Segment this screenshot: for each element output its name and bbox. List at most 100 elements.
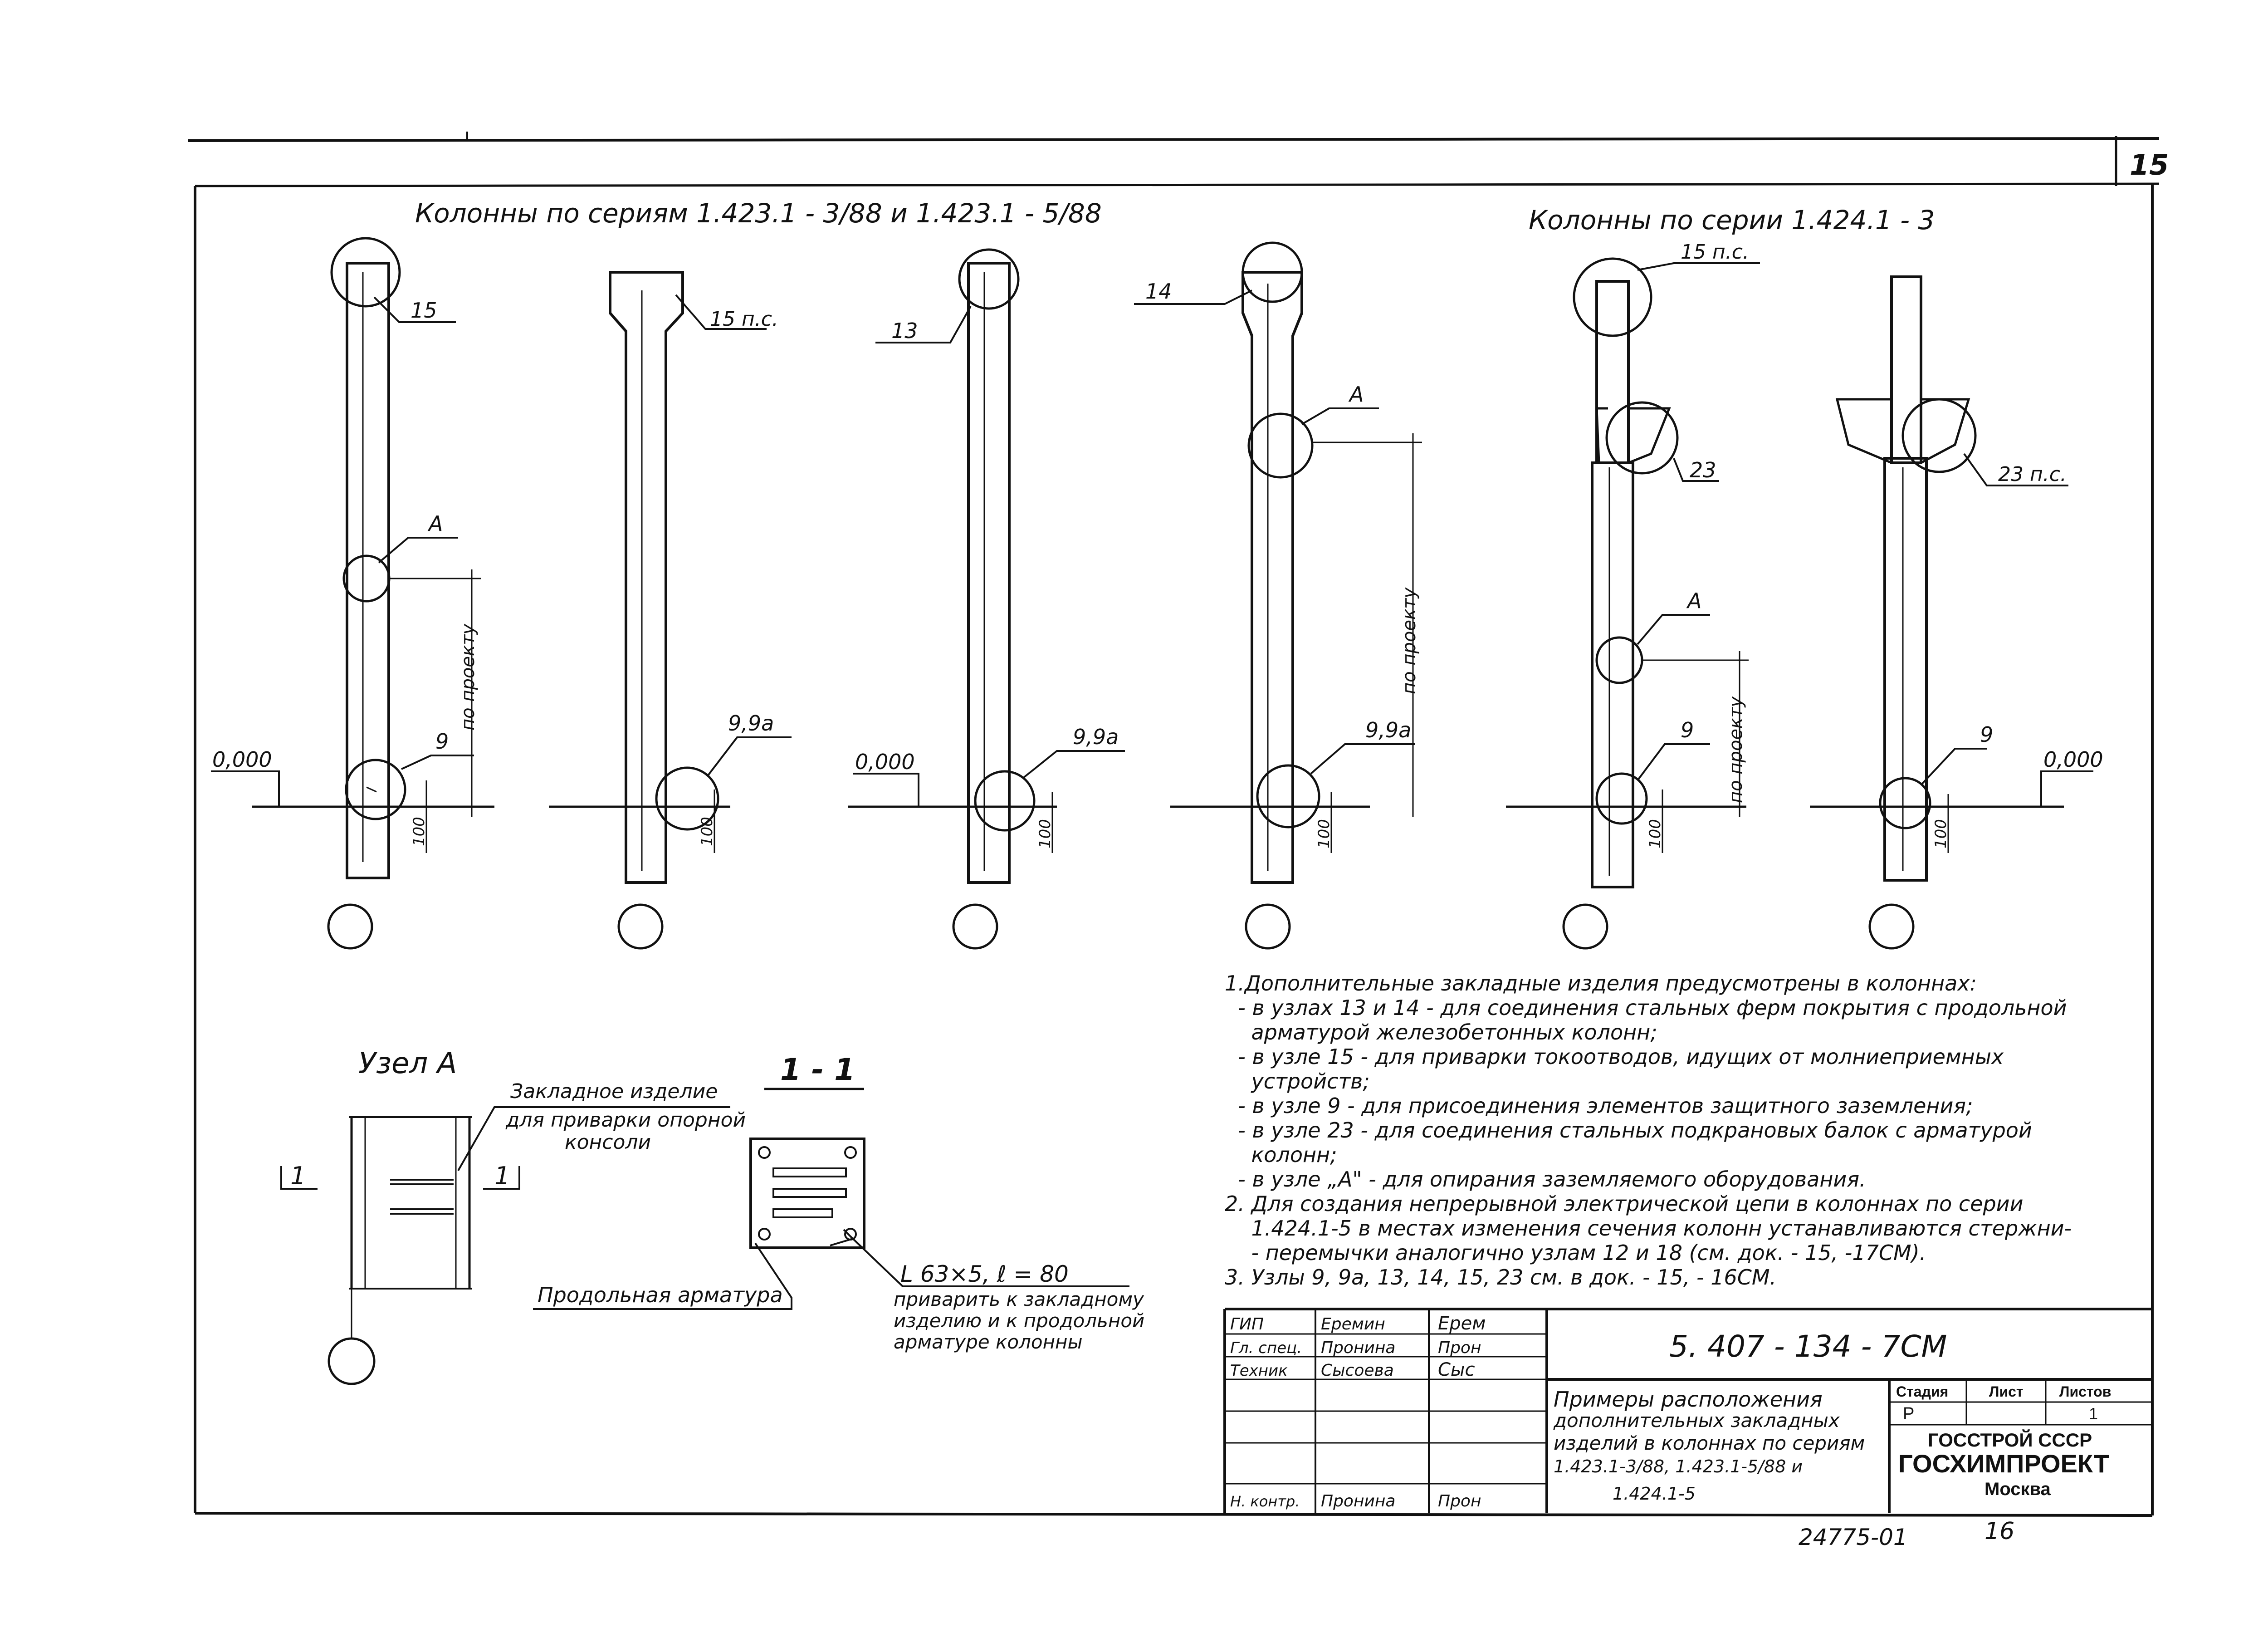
role-1: ГИП (1230, 1315, 1264, 1334)
column-4 (1242, 241, 1320, 950)
column-3 (952, 248, 1036, 950)
description-1: Примеры расположения (1554, 1387, 1823, 1412)
series-left-title: Колонны по сериям 1.423.1 - 3/88 и 1.423… (415, 198, 1102, 229)
c2-dim-label: 100 (698, 817, 716, 846)
signature-2: Прон (1438, 1339, 1481, 1357)
c3-level-label: 0,000 (855, 750, 915, 774)
column-4-annotations: 14 A по проекту 9,9a 100 (1134, 279, 1422, 853)
c4-a-label: A (1348, 382, 1364, 407)
stage-value: Р (1903, 1404, 1914, 1423)
c5-dim-label: 100 (1646, 819, 1664, 848)
node-a-detail: Узел A 1 1 Закладное изделие для приварк… (280, 1047, 746, 1385)
c6-level-label: 0,000 (2043, 747, 2103, 772)
c5-bottom-label: 9 (1681, 718, 1694, 742)
c3-top-label: 13 (891, 319, 918, 343)
weld-label-1: приварить к закладному (894, 1288, 1144, 1310)
section-1-1-detail: 1 - 1 Продольная арматура L 63×5, ℓ = 80… (533, 1052, 1144, 1353)
column-6 (1835, 275, 1977, 950)
c4-proj-label: по проекту (1399, 587, 1420, 694)
signature-6: Прон (1438, 1492, 1481, 1510)
name-3: Сысоева (1321, 1361, 1394, 1380)
role-2: Гл. спец. (1230, 1339, 1302, 1357)
angle-label: L 63×5, ℓ = 80 (900, 1261, 1069, 1287)
c1-dim-label: 100 (410, 817, 428, 846)
section-1-1-title: 1 - 1 (780, 1052, 855, 1087)
note-line-9: - в узле „A" - для опирания заземляемого… (1225, 1167, 1866, 1192)
role-6: Н. контр. (1230, 1493, 1300, 1510)
signature-3: Сыс (1438, 1359, 1475, 1380)
description-4: 1.423.1-3/88, 1.423.1-5/88 и (1554, 1456, 1803, 1476)
column-2-annotations: 15 п.с. 9,9a 100 (675, 294, 792, 853)
sheet-header: Лист (1989, 1383, 2024, 1400)
stage-header: Стадия (1896, 1383, 1948, 1400)
note-line-8: колонн; (1225, 1143, 1337, 1167)
note-line-5: устройств; (1225, 1069, 1370, 1094)
signature-1: Ерем (1438, 1313, 1486, 1334)
c1-proj-label: по проекту (458, 623, 479, 731)
c2-top-label: 15 п.с. (710, 308, 778, 331)
embed-label-2: для приварки опорной (505, 1108, 746, 1132)
sheet-number: 15 (2130, 148, 2169, 181)
weld-label-3: арматуре колонны (894, 1331, 1083, 1353)
doc-code: 5. 407 - 134 - 7CM (1669, 1329, 1947, 1364)
column-1-annotations: 15 A 9 по проекту 0,000 100 (211, 296, 481, 853)
column-3-annotations: 13 9,9a 0,000 100 (853, 306, 1125, 853)
c1-top-label: 15 (411, 298, 437, 323)
note-line-1: 1.Дополнительные закладные изделия преду… (1225, 971, 1977, 995)
c5-mid-label: 23 (1690, 458, 1716, 482)
c2-bottom-label: 9,9a (728, 711, 774, 736)
name-6: Пронина (1321, 1492, 1395, 1510)
sheet-value: 1 (2089, 1404, 2098, 1423)
c1-level-label: 0,000 (212, 747, 272, 772)
note-line-6: - в узле 9 - для присоединения элементов… (1225, 1094, 1973, 1118)
embed-label-3: консоли (565, 1131, 651, 1154)
c5-a-label: A (1686, 588, 1701, 613)
c5-top-label: 15 п.с. (1681, 240, 1749, 264)
note-line-4: - в узле 15 - для приварки токоотводов, … (1225, 1044, 2004, 1069)
description-5: 1.424.1-5 (1613, 1484, 1696, 1504)
note-line-2: - в узлах 13 и 14 - для соединения сталь… (1225, 995, 2067, 1020)
node-a-title: Узел A (358, 1047, 457, 1080)
description-3: изделий в колоннах по сериям (1554, 1432, 1865, 1454)
rebar-label: Продольная арматура (538, 1283, 783, 1307)
notes-list: 1.Дополнительные закладные изделия преду… (1225, 971, 2072, 1290)
page-number: 16 (1984, 1518, 2014, 1545)
name-2: Пронина (1321, 1339, 1395, 1357)
org-line-3: Москва (1984, 1479, 2051, 1499)
org-line-2: ГОСХИМПРОЕКТ (1898, 1449, 2109, 1478)
column-5 (1562, 257, 1679, 950)
column-1 (327, 237, 406, 950)
note-line-10: 2. Для создания непрерывной электрическо… (1225, 1192, 2024, 1216)
note-line-13: 3. Узлы 9, 9a, 13, 14, 15, 23 см. в док.… (1225, 1265, 1777, 1290)
note-line-3: арматурой железобетонных колонн; (1225, 1020, 1657, 1044)
c1-a-label: A (427, 511, 443, 536)
c4-top-label: 14 (1145, 279, 1172, 304)
name-1: Еремин (1321, 1315, 1385, 1334)
weld-label-2: изделию и к продольной (894, 1309, 1144, 1332)
c6-dim-label: 100 (1932, 819, 1950, 848)
note-line-12: - перемычки аналогично узлам 12 и 18 (см… (1225, 1241, 1926, 1265)
role-3: Техник (1230, 1362, 1288, 1380)
note-line-11: 1.424.1-5 в местах изменения сечения кол… (1225, 1216, 2072, 1241)
node-a-section-left: 1 (290, 1162, 306, 1190)
c5-proj-label: по проекту (1725, 696, 1746, 803)
note-line-7: - в узле 23 - для соединения стальных по… (1225, 1118, 2032, 1143)
node-a-section-right: 1 (494, 1162, 510, 1190)
column-6-annotations: 23 п.с. 9 0,000 100 (1920, 453, 2103, 853)
title-block: 5. 407 - 134 - 7CM ГИП Гл. спец. Техник … (1223, 1308, 2152, 1513)
archive-number: 24775-01 (1799, 1524, 1908, 1550)
c4-bottom-label: 9,9a (1365, 718, 1411, 742)
c6-mid-label: 23 п.с. (1998, 463, 2067, 486)
c3-dim-label: 100 (1036, 819, 1054, 848)
column-2 (609, 271, 719, 950)
c3-bottom-label: 9,9a (1073, 725, 1119, 749)
embed-label-1: Закладное изделие (510, 1080, 718, 1103)
column-5-annotations: 15 п.с. 23 A по проекту 9 100 (1637, 240, 1760, 853)
description-2: дополнительных закладных (1553, 1409, 1840, 1432)
c6-bottom-label: 9 (1980, 722, 1993, 747)
series-right-title: Колонны по серии 1.424.1 - 3 (1529, 205, 1935, 235)
c1-bottom-label: 9 (435, 729, 449, 754)
org-line-1: ГОССТРОЙ СССР (1928, 1429, 2092, 1451)
sheets-header: Листов (2059, 1383, 2111, 1400)
